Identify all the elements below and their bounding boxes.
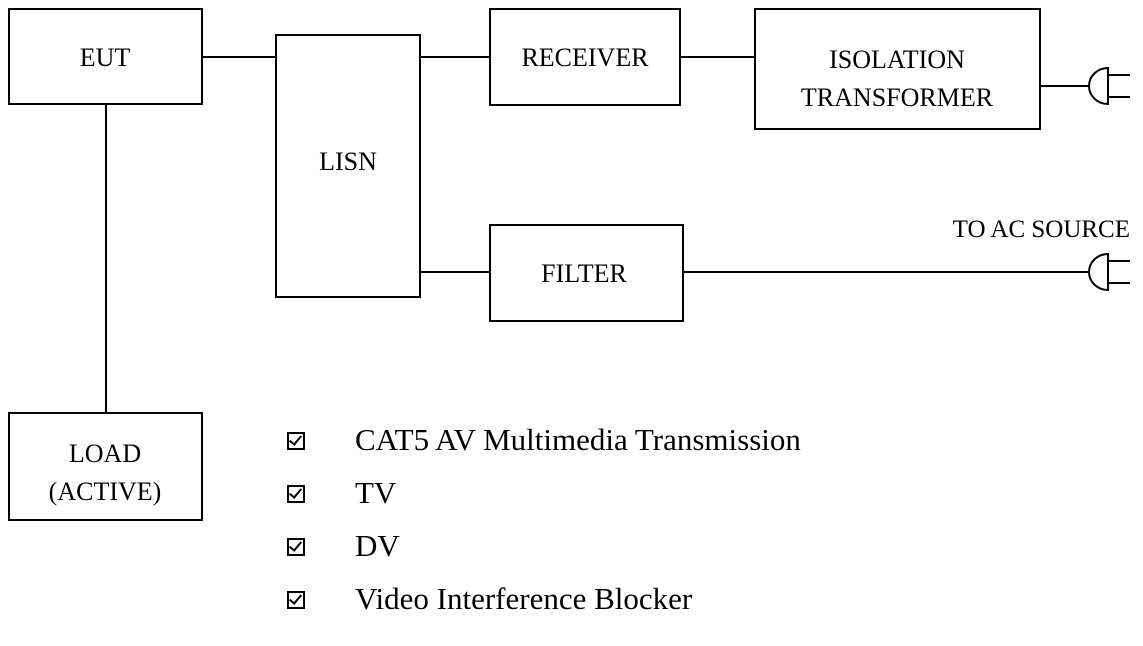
ac-plug-icon [1088, 66, 1130, 106]
ac-plug-icon [1088, 252, 1130, 292]
receiver-label: RECEIVER [521, 43, 649, 72]
checklist-item-label: Video Interference Blocker [355, 581, 693, 616]
checklist-item: CAT5 AV Multimedia Transmission [287, 413, 801, 466]
checklist-item-label: CAT5 AV Multimedia Transmission [355, 422, 801, 457]
isolation-transformer-block: ISOLATION TRANSFORMER [754, 8, 1041, 130]
eut-label: EUT [80, 43, 131, 72]
checkbox-checked-icon [287, 431, 305, 450]
load-label-line2: (ACTIVE) [49, 477, 162, 506]
checklist-item: DV [287, 519, 801, 572]
load-block: LOAD (ACTIVE) [8, 412, 203, 521]
ac-source-label: TO AC SOURCE [953, 216, 1130, 243]
checklist-item-label: DV [355, 528, 400, 563]
product-checklist: CAT5 AV Multimedia Transmission TV DV Vi… [287, 413, 801, 625]
lisn-block: LISN [275, 34, 421, 298]
isolation-label-line2: TRANSFORMER [801, 83, 994, 112]
checklist-item: Video Interference Blocker [287, 572, 801, 625]
load-label-line1: LOAD [69, 439, 141, 468]
checkbox-checked-icon [287, 484, 305, 503]
checkbox-checked-icon [287, 590, 305, 609]
checklist-item: TV [287, 466, 801, 519]
eut-block: EUT [8, 8, 203, 105]
checkbox-checked-icon [287, 537, 305, 556]
isolation-label-line1: ISOLATION [829, 45, 965, 74]
lisn-label: LISN [319, 147, 377, 176]
receiver-block: RECEIVER [489, 8, 681, 106]
filter-label: FILTER [541, 259, 627, 288]
filter-block: FILTER [489, 224, 684, 322]
checklist-item-label: TV [355, 475, 397, 510]
